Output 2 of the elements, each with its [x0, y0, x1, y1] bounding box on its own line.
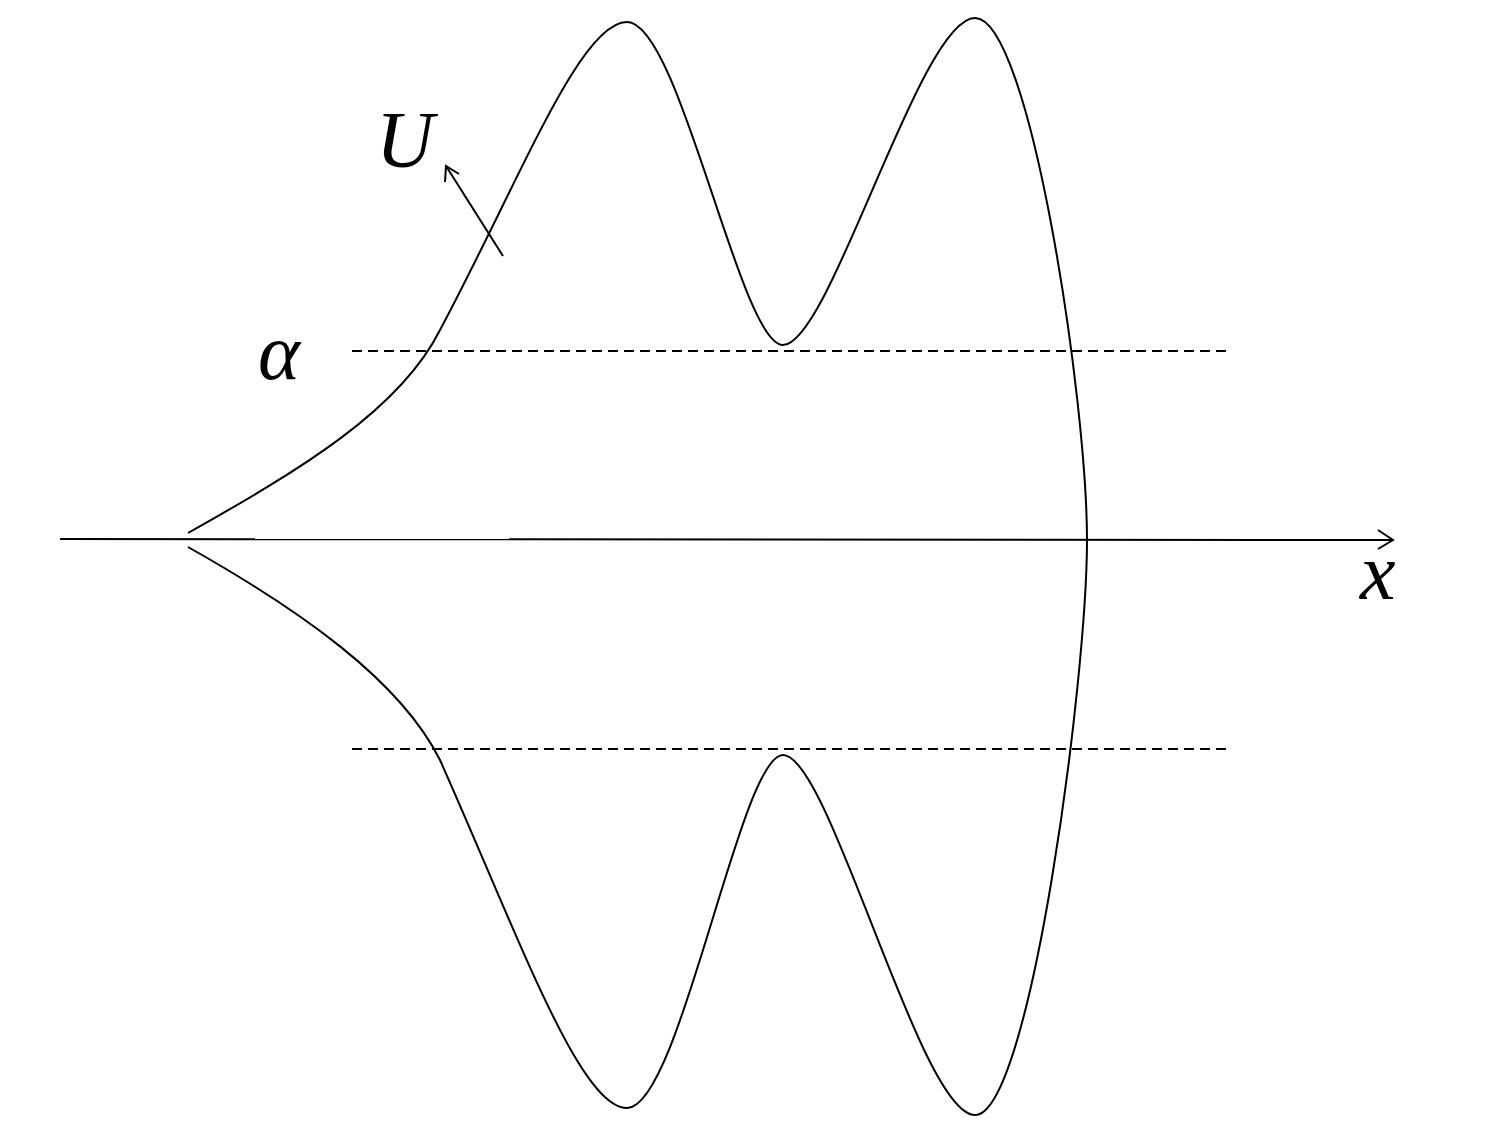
- math-symbol: α: [258, 312, 300, 392]
- math-symbol: x: [1360, 532, 1396, 612]
